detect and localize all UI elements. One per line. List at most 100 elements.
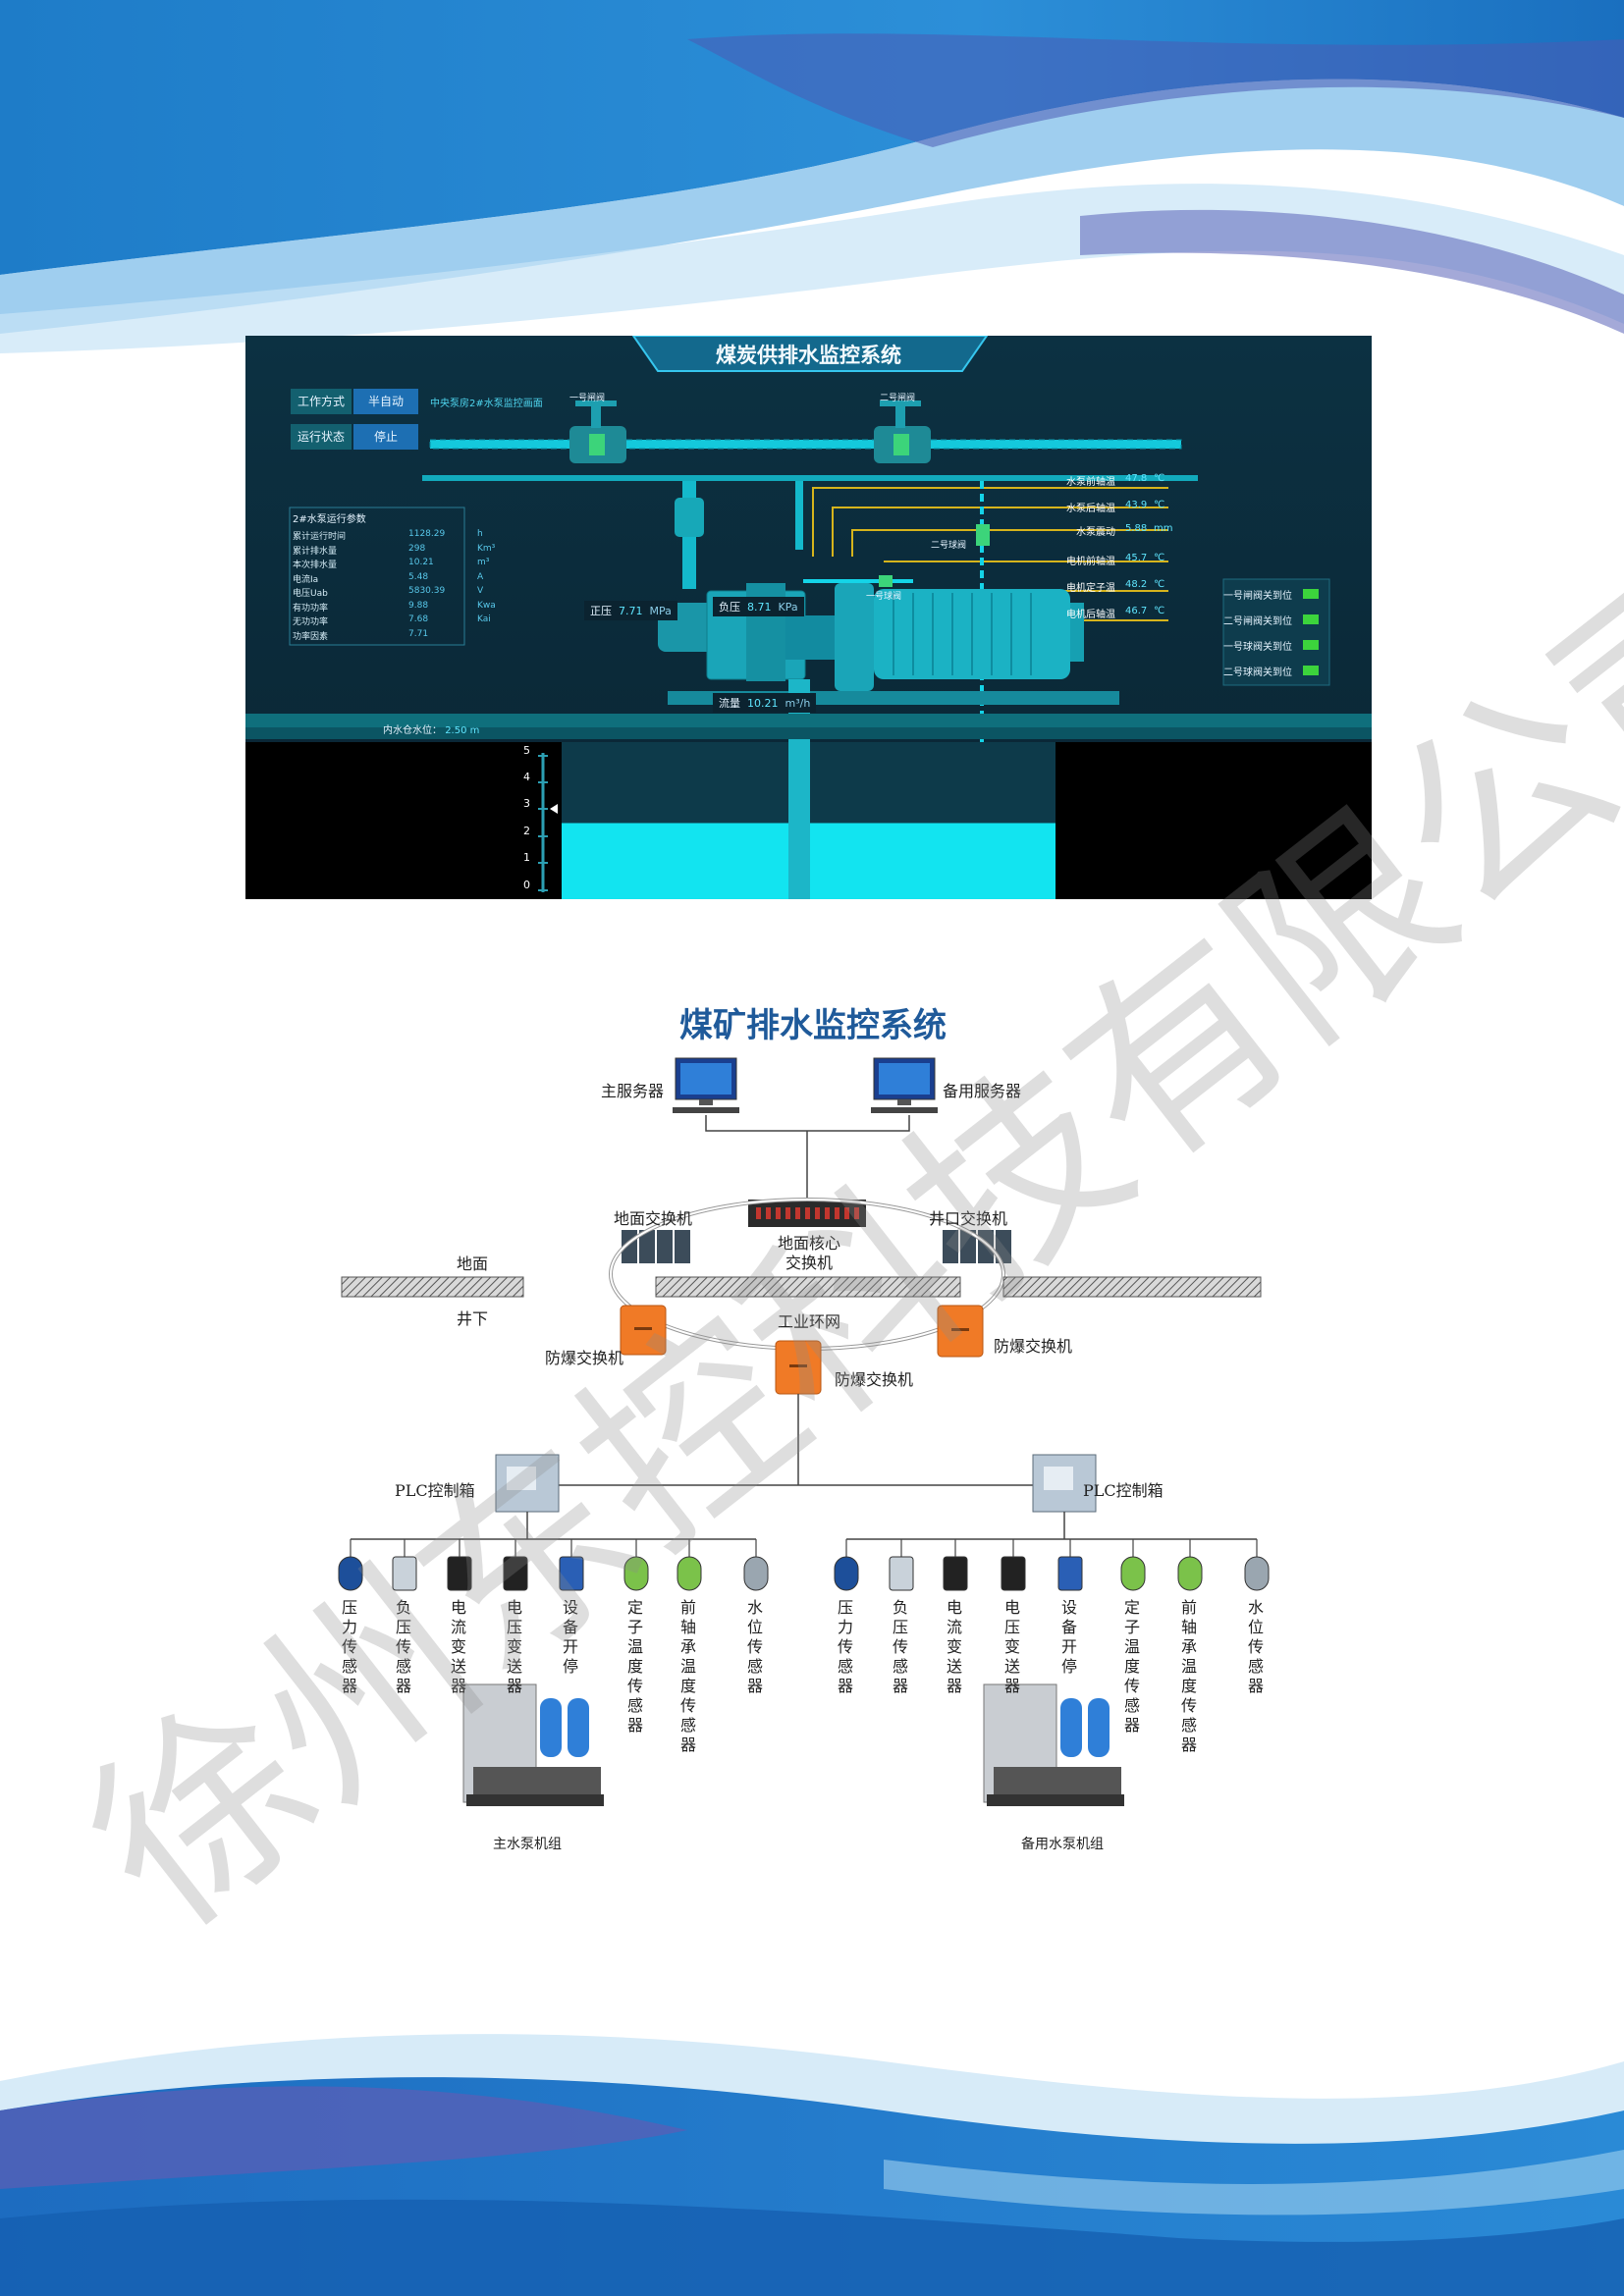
work-mode-button[interactable]: 半自动 xyxy=(353,389,418,414)
sensor-reading-label: 电机后轴温 xyxy=(1066,610,1115,620)
sensor-reading-value: 48.2 xyxy=(1125,579,1148,590)
param-unit: m³ xyxy=(477,558,490,567)
param-unit: Km³ xyxy=(477,543,496,554)
sensor-device-icon xyxy=(943,1556,968,1591)
valve-status-label: 二号闸阀关到位 xyxy=(1223,616,1292,627)
sump-level: 内水仓水位： 2.50 m xyxy=(383,721,479,736)
param-value: 7.68 xyxy=(408,614,429,624)
sensor-reading-label: 电机定子温 xyxy=(1066,583,1115,594)
valve2-label: 二号闸阀 xyxy=(880,394,916,403)
plc-right-label: PLC控制箱 xyxy=(1083,1481,1164,1500)
ex-switch-right-label: 防爆交换机 xyxy=(994,1337,1073,1356)
backup-server-label: 备用服务器 xyxy=(943,1082,1022,1100)
sensor-reading-label: 水泵前轴温 xyxy=(1066,477,1115,488)
sensor-reading-value: 45.7 xyxy=(1125,553,1148,563)
sensor-label: 定子温度传感器 xyxy=(1124,1598,1141,1735)
sensor-label: 压力传感器 xyxy=(838,1598,854,1695)
sensor-reading-value: 47.8 xyxy=(1125,473,1148,484)
scada-title: 煤炭供排水监控系统 xyxy=(716,344,901,367)
screen-name: 中央泵房2#水泵监控画面 xyxy=(430,399,543,409)
level-axis-tick: 5 xyxy=(523,744,530,757)
pressure-negative-label: 负压 xyxy=(719,601,740,614)
param-unit: V xyxy=(477,586,484,596)
shaft-switch-label: 井口交换机 xyxy=(929,1209,1008,1228)
run-state-label: 运行状态 xyxy=(291,424,352,450)
sensor-reading-label: 电机前轴温 xyxy=(1066,557,1115,567)
level-axis-tick: 2 xyxy=(523,825,530,837)
valve-status-indicator xyxy=(1303,666,1319,675)
sensor-label: 负压传感器 xyxy=(893,1598,909,1695)
scada-graphics xyxy=(245,336,1372,899)
sensor-label: 负压传感器 xyxy=(396,1598,412,1695)
sensor-reading-unit: mm xyxy=(1154,523,1173,534)
core-switch-label-2: 交换机 xyxy=(785,1254,834,1272)
backup-pump-icon xyxy=(983,1683,1124,1806)
underground-label: 井下 xyxy=(457,1309,489,1328)
param-unit: A xyxy=(477,571,484,582)
valve-status-indicator xyxy=(1303,614,1319,624)
flow-readout: 流量 10.21 m³/h xyxy=(713,693,817,713)
param-label: 有功功率 xyxy=(293,603,329,614)
sensor-device-icon xyxy=(889,1556,914,1591)
ex-switch-mid-label: 防爆交换机 xyxy=(835,1370,914,1389)
plc-left-label: PLC控制箱 xyxy=(395,1481,475,1500)
param-unit: Kwa xyxy=(477,600,496,611)
run-state-button[interactable]: 停止 xyxy=(353,424,418,450)
param-value: 5830.39 xyxy=(408,586,446,596)
sensor-reading-label: 水泵后轴温 xyxy=(1066,504,1115,514)
level-axis-tick: 3 xyxy=(523,797,530,810)
scada-monitor-screen: 煤炭供排水监控系统 工作方式 半自动 中央泵房2#水泵监控画面 运行状态 停止 … xyxy=(245,336,1372,899)
valve-status-label: 一号闸阀关到位 xyxy=(1223,591,1292,602)
sensor-device-icon xyxy=(338,1556,363,1591)
sensor-label: 前轴承温度传感器 xyxy=(1181,1598,1198,1754)
sensor-label: 前轴承温度传感器 xyxy=(680,1598,697,1754)
sensor-reading-value: 5.88 xyxy=(1125,523,1148,534)
param-unit: Kai xyxy=(477,614,491,624)
level-axis-tick: 1 xyxy=(523,851,530,864)
sensor-label: 设备开停 xyxy=(1061,1598,1078,1676)
flow-unit: m³/h xyxy=(785,697,811,710)
sensor-reading-label: 水泵震动 xyxy=(1076,527,1115,538)
pressure-negative: 负压 8.71 KPa xyxy=(713,597,804,616)
surface-label: 地面 xyxy=(457,1255,489,1273)
valve-status-label: 一号球阀关到位 xyxy=(1223,642,1292,653)
param-label: 电压Uab xyxy=(293,589,328,599)
param-value: 10.21 xyxy=(408,558,434,567)
sensor-device-icon xyxy=(1057,1556,1083,1591)
sensor-device-icon xyxy=(743,1556,769,1591)
sensor-device-icon xyxy=(1120,1556,1146,1591)
sensor-reading-value: 46.7 xyxy=(1125,606,1148,616)
ring-net-label: 工业环网 xyxy=(778,1312,841,1331)
diagram-graphics xyxy=(338,1057,1270,1806)
pressure-negative-unit: KPa xyxy=(778,601,798,614)
flow-value: 10.21 xyxy=(747,697,779,710)
param-label: 无功功率 xyxy=(293,617,329,627)
main-server-icon xyxy=(673,1057,739,1113)
param-label: 累计排水量 xyxy=(293,546,338,557)
main-pump-icon xyxy=(462,1683,604,1806)
param-value: 7.71 xyxy=(408,628,429,639)
valve-status-indicator xyxy=(1303,589,1319,599)
param-value: 5.48 xyxy=(408,571,429,582)
system-diagram: 煤矿排水监控系统 主服务器 备用服务器 地面交换机 地面核心 交换机 井口交换机… xyxy=(245,972,1380,1855)
main-server-label: 主服务器 xyxy=(601,1082,665,1100)
param-value: 1128.29 xyxy=(408,529,446,539)
param-label: 功率因素 xyxy=(293,631,329,642)
sensor-label: 电流变送器 xyxy=(451,1598,467,1695)
core-switch-label-1: 地面核心 xyxy=(778,1234,841,1253)
sump-level-label: 内水仓水位： xyxy=(383,725,442,736)
valve-status-label: 二号球阀关到位 xyxy=(1223,667,1292,678)
sensor-device-icon xyxy=(1001,1556,1026,1591)
sensor-device-icon xyxy=(392,1556,417,1591)
diagram-title: 煤矿排水监控系统 xyxy=(679,1006,947,1045)
ball-valve2-label: 二号球阀 xyxy=(931,541,967,551)
valve1-label: 一号闸阀 xyxy=(569,394,606,403)
param-unit: h xyxy=(477,529,483,539)
pressure-positive-label: 正压 xyxy=(590,605,612,617)
sensor-reading-unit: ℃ xyxy=(1154,553,1165,563)
sensor-label: 设备开停 xyxy=(563,1598,579,1676)
sensor-label: 电流变送器 xyxy=(947,1598,963,1695)
param-value: 298 xyxy=(408,543,426,554)
ex-switch-left-label: 防爆交换机 xyxy=(545,1349,624,1367)
work-mode-label: 工作方式 xyxy=(291,389,352,414)
